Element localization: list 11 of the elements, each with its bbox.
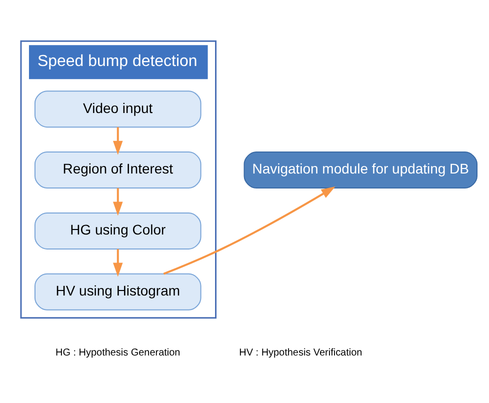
node-box: Video input [34,90,201,128]
arrow [162,186,335,274]
node-box: HG using Color [34,212,201,249]
node-box: Region of Interest [34,151,201,188]
arrow [112,188,122,216]
arrow [112,248,122,276]
node-box: HV using Histogram [34,272,201,310]
label: HV : Hypothesis Verification [238,346,362,358]
arrow [112,126,122,154]
node-box: Navigation module for updating DB [243,151,477,188]
label: HG : Hypothesis Generation [55,346,180,358]
